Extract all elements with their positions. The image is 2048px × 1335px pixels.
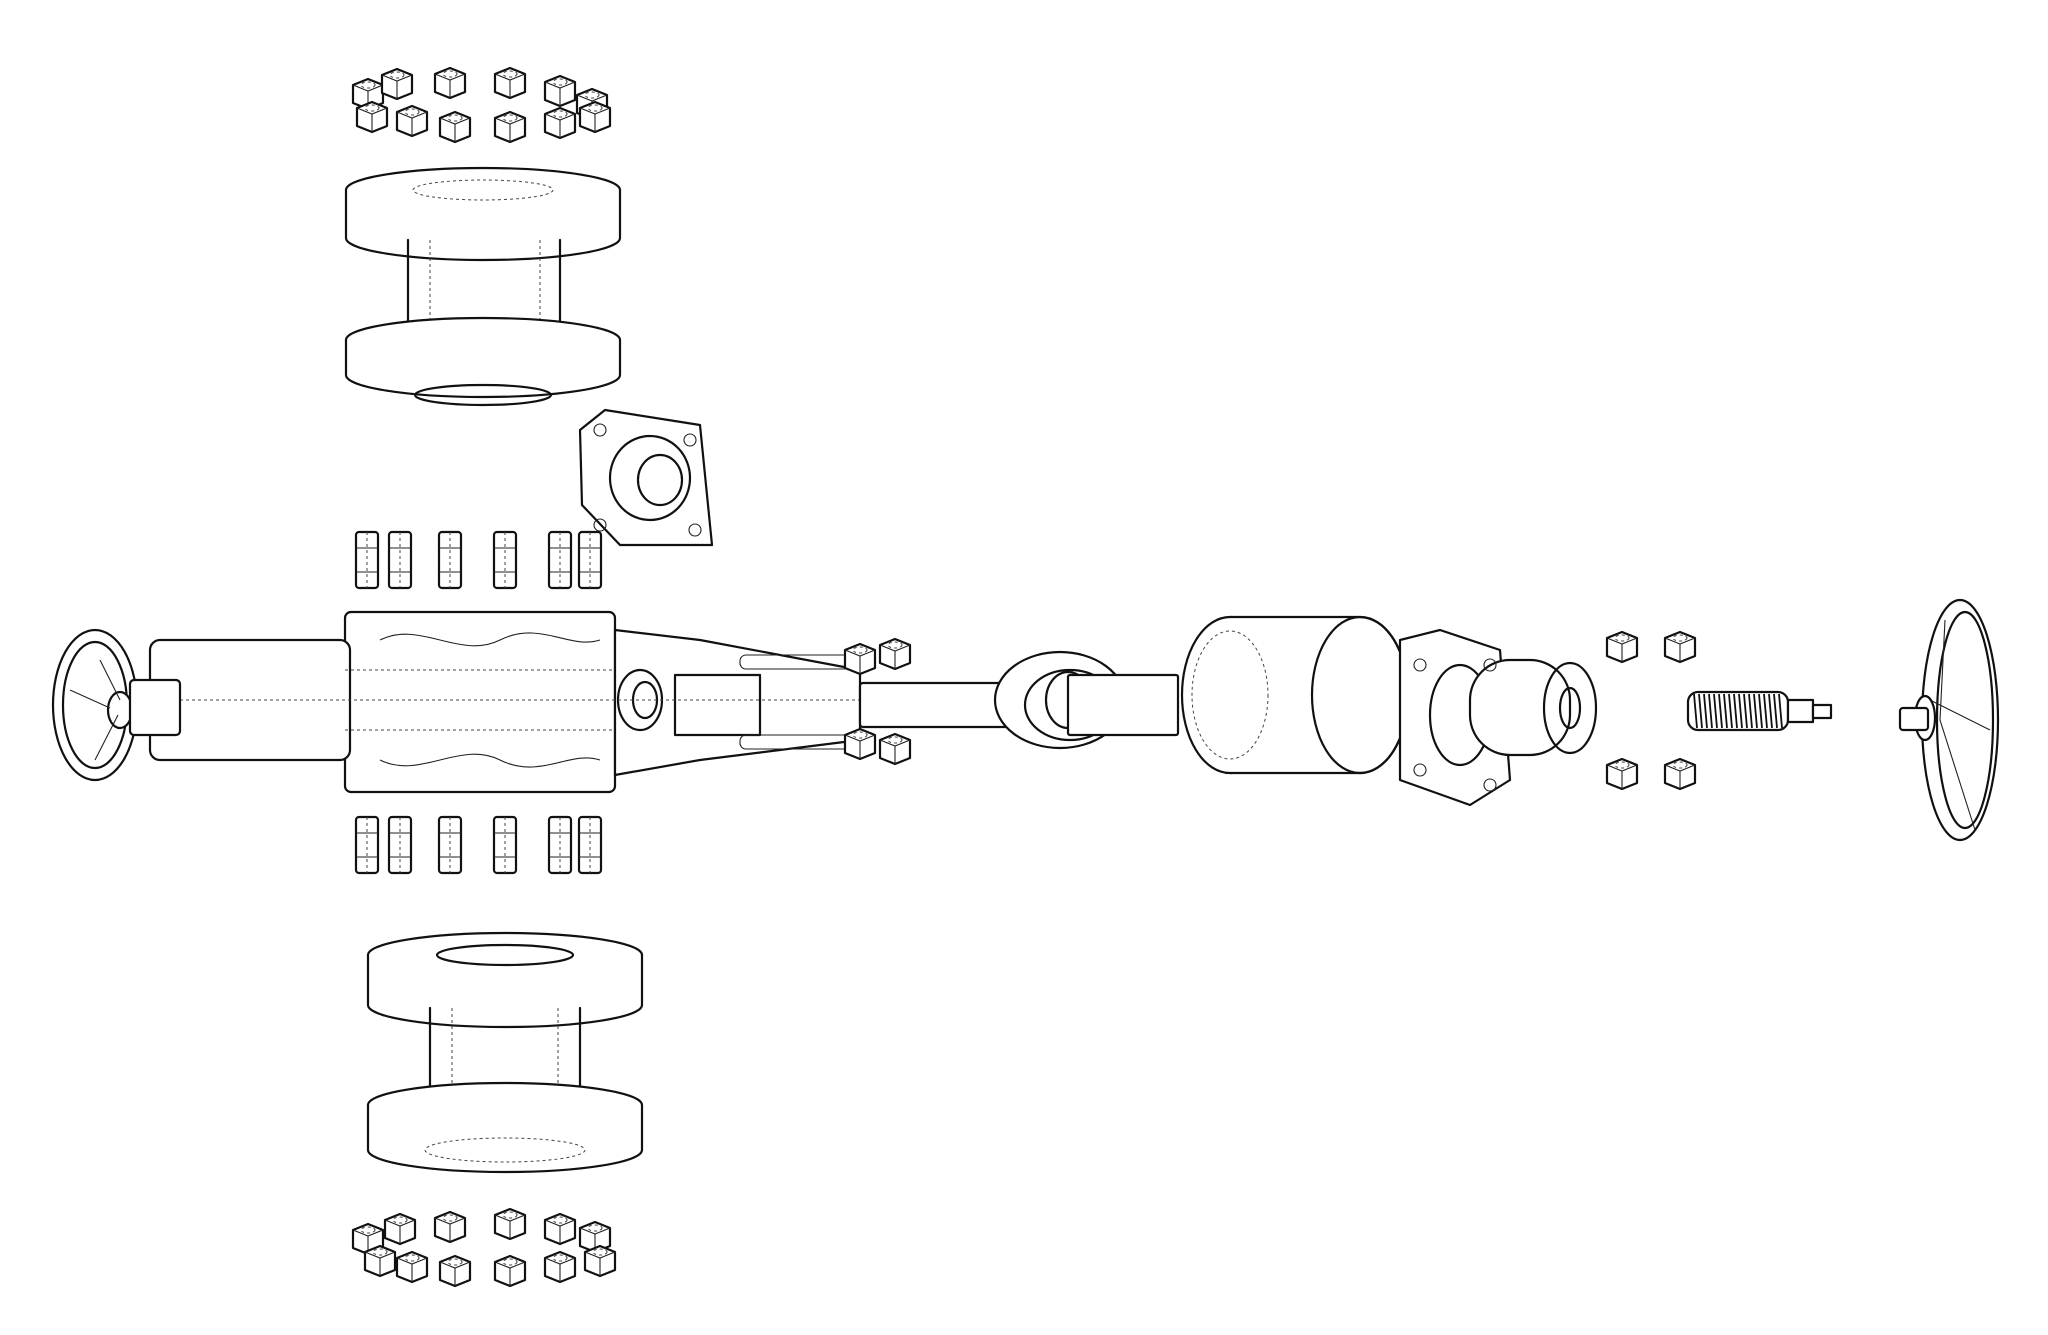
top-nut-set (351, 66, 612, 144)
body-studs-top (354, 530, 603, 590)
left-handwheel (51, 628, 182, 782)
bonnet-cylinder (1180, 615, 1410, 775)
square-flange (578, 408, 714, 547)
bonnet-flange (1398, 628, 1598, 807)
threaded-stem (1686, 690, 1833, 732)
valve-body (148, 610, 912, 794)
right-handwheel (1898, 598, 2000, 842)
bonnet-guide-tube (1066, 673, 1180, 737)
bottom-spool (366, 931, 644, 1174)
bonnet-nuts (1605, 630, 1697, 791)
top-spool (344, 166, 622, 407)
bottom-nut-set (351, 1207, 617, 1288)
body-studs-bottom (354, 815, 603, 875)
